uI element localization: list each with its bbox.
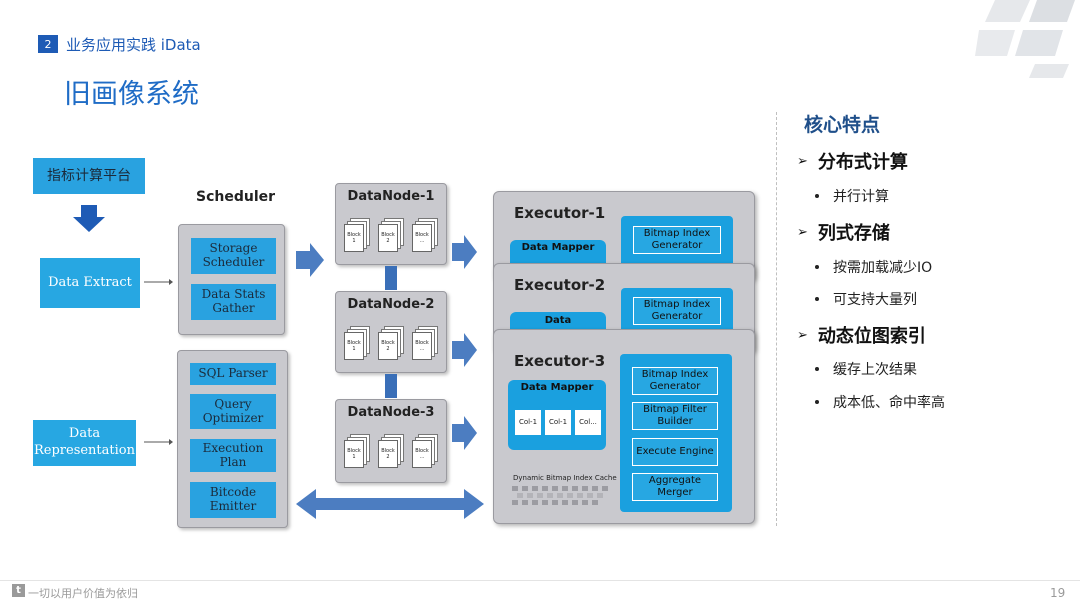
page-number: 19 [1050, 586, 1066, 600]
calc-platform-box: 指标计算平台 [33, 158, 145, 194]
data-stats-gather-box: Data Stats Gather [191, 284, 276, 320]
feature-distributed-title: 分布式计算 [817, 152, 908, 173]
executor-3-col-2: Col-1 [545, 410, 571, 435]
executor-3-execute-engine: Execute Engine [632, 438, 718, 466]
feature-columnar-item-1: 按需加载减少IO [815, 257, 932, 277]
feature-columnar-item-2: 可支持大量列 [815, 289, 917, 309]
executor-3-bitmap-filter-builder: Bitmap Filter Builder [632, 402, 718, 430]
datanode-2-to-executor-arrow-icon [452, 333, 477, 367]
executor-2-title: Executor-2 [514, 276, 606, 294]
executor-2-bitmap-index-generator: Bitmap Index Generator [633, 297, 721, 325]
footer-divider [0, 580, 1080, 581]
datanode-link-2 [385, 374, 397, 398]
bitmap-cache-grid [512, 486, 608, 505]
chevron-right-icon: ➢ [797, 224, 808, 240]
query-optimizer-box: Query Optimizer [190, 394, 276, 429]
bidirectional-arrow-icon [296, 489, 484, 519]
datanode-link-1 [385, 266, 397, 290]
feature-distributed: ➢ 分布式计算 [797, 148, 908, 174]
datanode-3-title: DataNode-3 [347, 405, 435, 420]
feature-bitmap-index-item-2: 成本低、命中率高 [815, 392, 945, 412]
feature-distributed-item-1: 并行计算 [815, 186, 889, 206]
executor-3-aggregate-merger: Aggregate Merger [632, 473, 718, 501]
data-representation-box: Data Representation [33, 420, 136, 466]
extract-connector-arrow-icon [144, 279, 173, 285]
datanode-3-block-1: Block 1 [344, 440, 364, 468]
chevron-right-icon: ➢ [797, 153, 808, 169]
datanode-3-panel: DataNode-3 Block 1 Block 2 Block ... [335, 399, 447, 483]
datanode-2-block-3: Block ... [412, 332, 432, 360]
execution-plan-box: Execution Plan [190, 439, 276, 472]
executor-1-panel: Executor-1 Data Mapper Bitmap Index Gene… [493, 191, 755, 281]
representation-connector-arrow-icon [144, 439, 173, 445]
bullet-icon [815, 400, 819, 404]
footer-slogan: 一切以用户价值为依归 [28, 587, 138, 600]
feature-columnar: ➢ 列式存储 [797, 219, 890, 245]
down-arrow-icon [73, 205, 105, 232]
scheduler-title: Scheduler [196, 189, 276, 205]
page-title: 旧画像系统 [64, 79, 199, 110]
datanode-2-title: DataNode-2 [347, 297, 435, 312]
datanode-1-block-3: Block ... [412, 224, 432, 252]
datanode-3-to-executor-arrow-icon [452, 416, 477, 450]
feature-bitmap-index-item-1: 缓存上次结果 [815, 359, 917, 379]
feature-columnar-title: 列式存储 [817, 223, 890, 244]
executor-3-bitmap-panel: Bitmap Index Generator Bitmap Filter Bui… [620, 354, 732, 512]
datanode-1-block-1: Block 1 [344, 224, 364, 252]
data-extract-box: Data Extract [40, 258, 140, 308]
executor-3-col-1: Col-1 [515, 410, 541, 435]
scheduler-to-datanode-arrow-icon [296, 243, 324, 277]
executor-3-data-mapper: Data Mapper Col-1 Col-1 Col... [508, 380, 606, 450]
sql-parser-box: SQL Parser [190, 363, 276, 385]
bitmap-cache-label: Dynamic Bitmap Index Cache [513, 474, 617, 482]
executor-1-bitmap-index-generator: Bitmap Index Generator [633, 226, 721, 254]
features-heading: 核心特点 [804, 114, 881, 136]
section-divider [776, 112, 777, 526]
datanode-2-panel: DataNode-2 Block 1 Block 2 Block ... [335, 291, 447, 373]
executor-1-title: Executor-1 [514, 204, 606, 222]
bullet-icon [815, 297, 819, 301]
section-number-badge: 2 [38, 35, 58, 53]
chevron-right-icon: ➢ [797, 327, 808, 343]
bullet-icon [815, 265, 819, 269]
bullet-icon [815, 194, 819, 198]
executor-3-panel: Executor-3 Data Mapper Col-1 Col-1 Col..… [493, 329, 755, 524]
datanode-2-block-1: Block 1 [344, 332, 364, 360]
bullet-icon [815, 367, 819, 371]
executor-3-col-3: Col... [575, 410, 601, 435]
scheduler-panel: Storage Scheduler Data Stats Gather [178, 224, 285, 335]
corner-decoration [975, 0, 1075, 78]
datanode-1-panel: DataNode-1 Block 1 Block 2 Block ... [335, 183, 447, 265]
query-engine-panel: SQL Parser Query Optimizer Execution Pla… [177, 350, 288, 528]
datanode-2-block-2: Block 2 [378, 332, 398, 360]
datanode-1-title: DataNode-1 [347, 189, 435, 204]
datanode-3-block-2: Block 2 [378, 440, 398, 468]
executor-3-title: Executor-3 [514, 352, 606, 370]
datanode-1-block-2: Block 2 [378, 224, 398, 252]
executor-3-bitmap-index-generator: Bitmap Index Generator [632, 367, 718, 395]
executor-3-data-mapper-title: Data Mapper [520, 382, 594, 393]
feature-bitmap-index: ➢ 动态位图索引 [797, 322, 926, 348]
section-title: 业务应用实践 iData [66, 36, 201, 54]
feature-bitmap-index-title: 动态位图索引 [817, 326, 926, 347]
datanode-3-block-3: Block ... [412, 440, 432, 468]
brand-logo-icon: t [12, 584, 25, 597]
storage-scheduler-box: Storage Scheduler [191, 238, 276, 274]
datanode-1-to-executor-arrow-icon [452, 235, 477, 269]
bitcode-emitter-box: Bitcode Emitter [190, 482, 276, 518]
